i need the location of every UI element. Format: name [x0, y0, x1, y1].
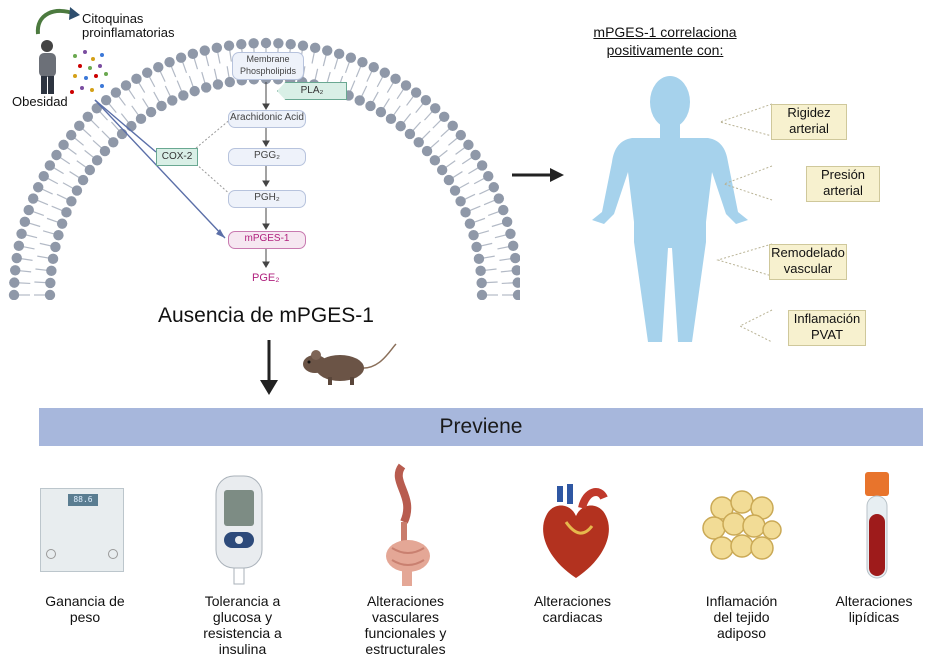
cox2-tag: COX-2	[156, 148, 198, 166]
right-arrow-icon	[512, 168, 564, 182]
intestine-vessel-icon	[386, 463, 430, 586]
pge2-label: PGE₂	[252, 272, 280, 284]
arachidonic-acid-box: Arachidonic Acid	[228, 110, 306, 128]
effect-inflamacion-pvat: Inflamación PVAT	[788, 310, 866, 346]
cell-membrane	[8, 37, 520, 300]
outcome-label-lipidicas: Alteraciones lipídicas	[835, 593, 913, 625]
cytokines-label: Citoquinas proinflamatorias	[82, 11, 175, 40]
obesity-figure-icon	[35, 7, 108, 94]
outcome-label-glucosa: Tolerancia a glucosa y resistencia a ins…	[203, 593, 282, 657]
obesity-label: Obesidad	[12, 94, 68, 109]
outcome-label-adiposo: Inflamación del tejido adiposo	[705, 593, 778, 641]
outcome-label-vasculares: Alteraciones vasculares funcionales y es…	[364, 593, 447, 657]
effect-remodelado: Remodelado vascular	[769, 244, 847, 280]
scale-icon: 88.6	[40, 488, 124, 572]
pgg2-box: PGG₂	[228, 148, 306, 166]
human-body-icon	[592, 76, 748, 342]
scale-display: 88.6	[68, 494, 98, 506]
previene-label: Previene	[439, 415, 523, 438]
outcome-label-cardiacas: Alteraciones cardiacas	[533, 593, 612, 625]
membrane-phospholipids-box: Membrane Phospholipids	[232, 52, 304, 80]
effect-presion: Presión arterial	[806, 166, 880, 202]
glucometer-icon	[215, 475, 263, 585]
outcome-label-peso: Ganancia de peso	[45, 593, 125, 625]
previene-banner: Previene	[39, 408, 923, 446]
adipose-tissue-icon	[702, 490, 782, 560]
blood-tube-icon	[865, 472, 889, 579]
correlation-title: mPGES-1 correlaciona positivamente con:	[593, 24, 737, 58]
pgh2-box: PGH₂	[228, 190, 306, 208]
down-arrow-icon	[260, 340, 278, 395]
mpges1-box: mPGES-1	[228, 231, 306, 249]
absence-label: Ausencia de mPGES-1	[158, 304, 374, 327]
pla2-tag: PLA₂	[277, 82, 347, 100]
effect-rigidez: Rigidez arterial	[771, 104, 847, 140]
effect-pointers	[716, 103, 773, 343]
mouse-icon	[303, 343, 397, 385]
heart-icon	[543, 484, 609, 578]
